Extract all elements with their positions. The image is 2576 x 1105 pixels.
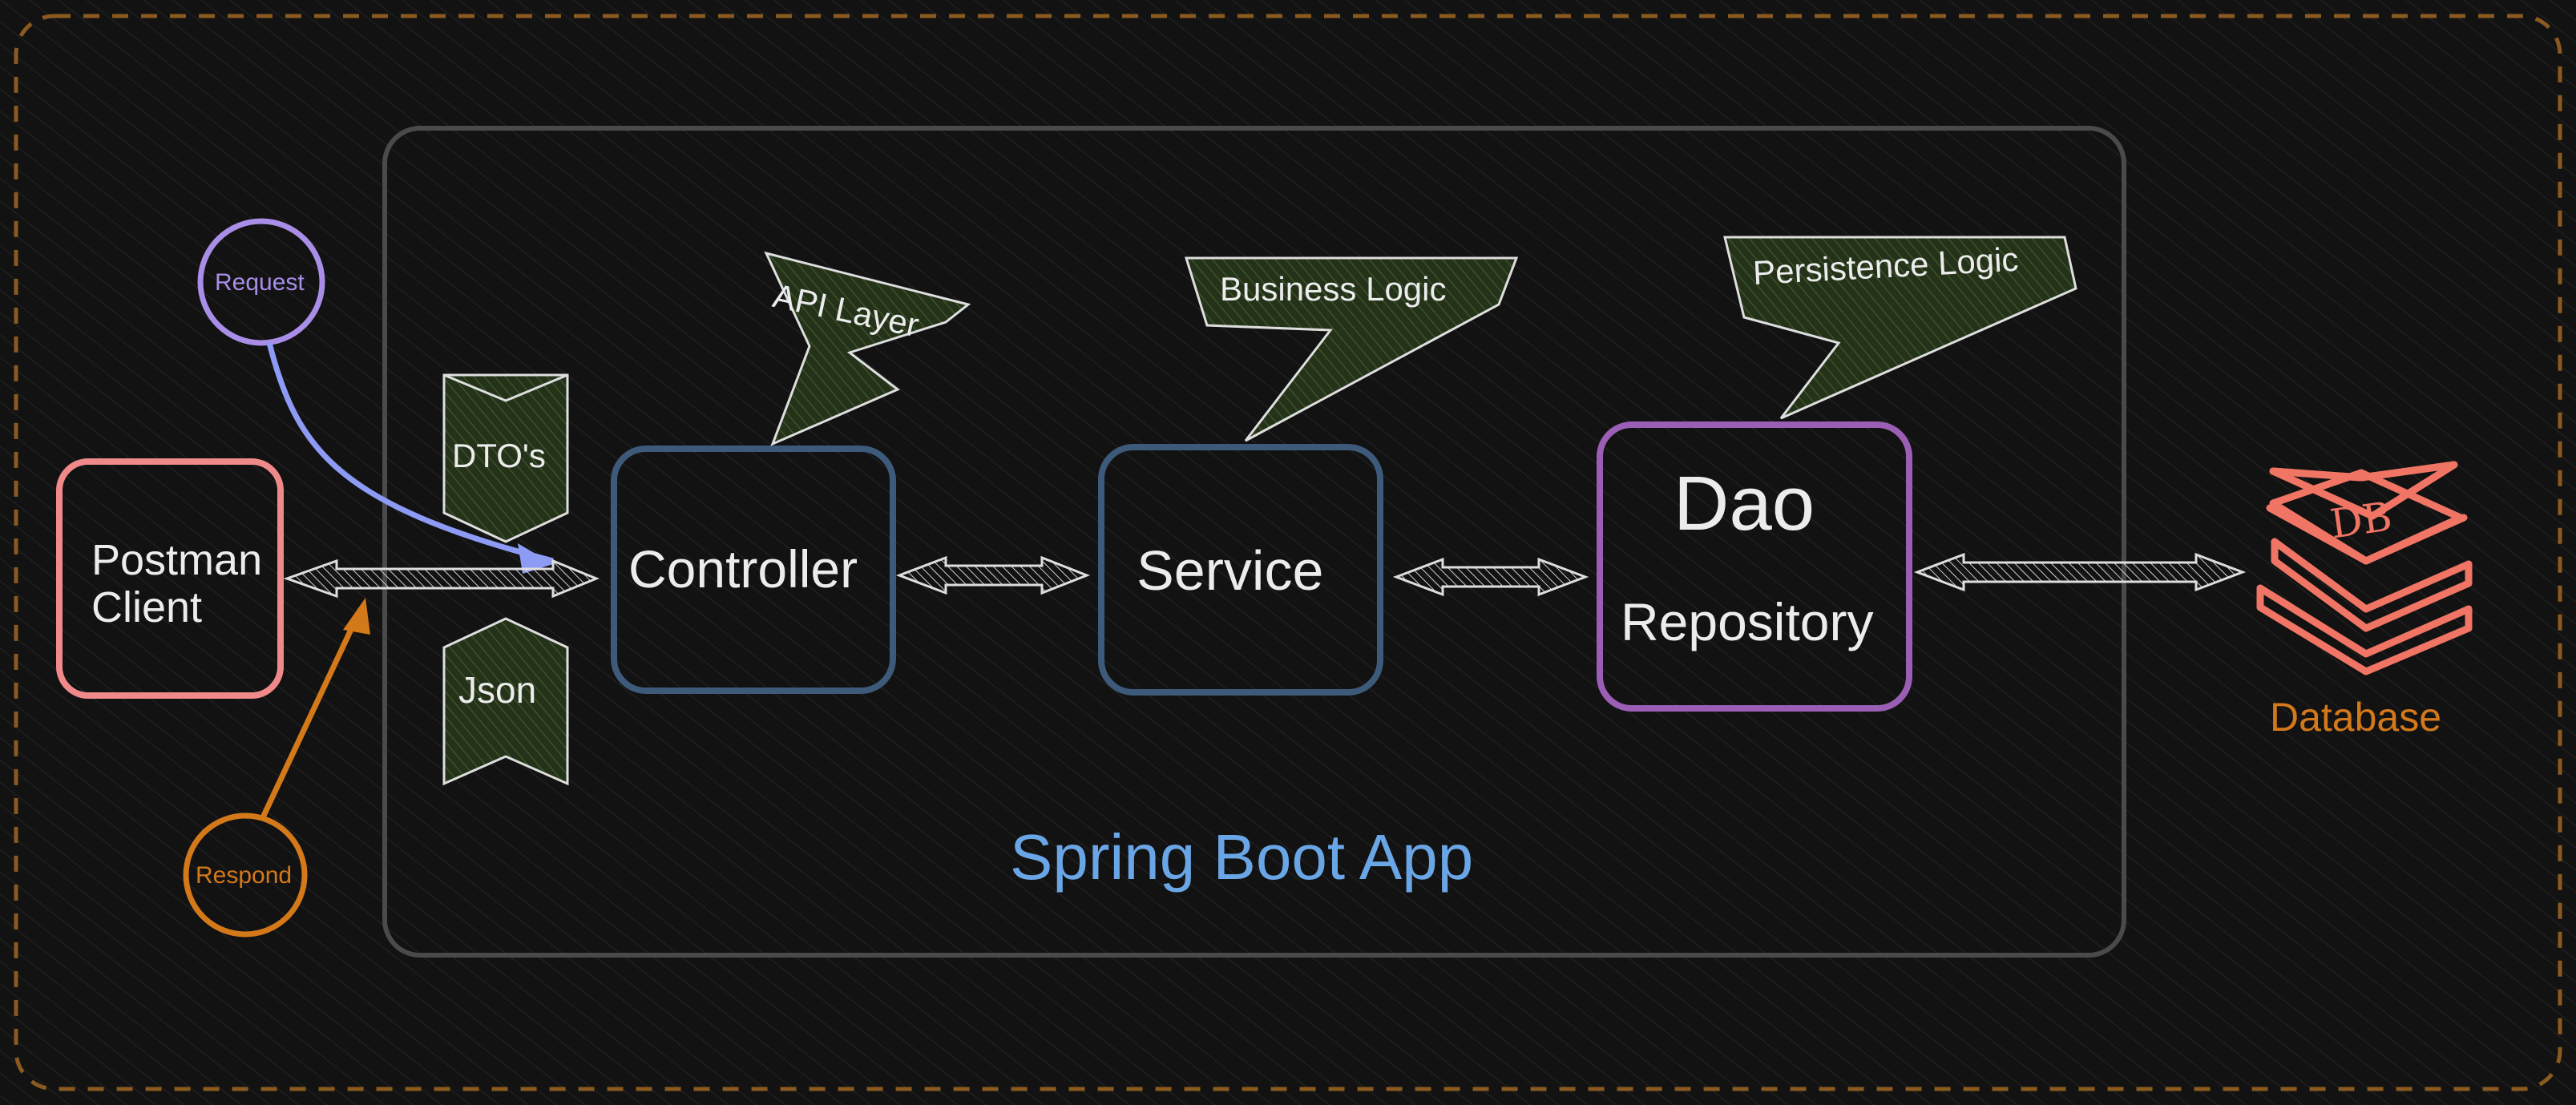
- outer-frame: [14, 14, 2562, 1091]
- postman-label: Postman: [91, 536, 263, 584]
- database-label: Database: [2270, 695, 2442, 740]
- db-icon-text: DB: [2327, 493, 2395, 548]
- business-logic-callout: [1184, 256, 1519, 442]
- service-dao-arrow: [1392, 557, 1589, 597]
- dao-repository-box: [1597, 421, 1912, 712]
- request-arrow: [266, 342, 554, 564]
- request-circle: [197, 218, 325, 346]
- controller-label: Controller: [628, 539, 858, 599]
- business-logic-label: Business Logic: [1220, 270, 1447, 308]
- spring-boot-app-label: Spring Boot App: [1010, 821, 1474, 893]
- controller-service-arrow: [895, 555, 1091, 595]
- json-banner: [442, 617, 569, 786]
- service-label: Service: [1137, 539, 1324, 602]
- persistence-logic-callout: [1723, 236, 2077, 420]
- postman-client-label: Postman Client: [91, 536, 263, 632]
- respond-arrowhead: [343, 598, 370, 635]
- request-arrowhead: [518, 543, 553, 574]
- respond-arrow: [260, 607, 364, 819]
- service-box: [1098, 444, 1383, 696]
- dao-label: Dao: [1674, 461, 1815, 546]
- client-controller-arrow: [283, 559, 600, 599]
- spring-boot-app-container: [382, 126, 2126, 958]
- repository-label: Repository: [1621, 592, 1874, 651]
- dao-database-arrow: [1913, 552, 2247, 592]
- respond-label: Respond: [196, 862, 293, 889]
- dto-banner-notch: [443, 373, 568, 402]
- request-label: Request: [215, 269, 305, 296]
- database-icon: [2256, 461, 2473, 676]
- client-label: Client: [91, 583, 203, 632]
- json-label: Json: [458, 669, 537, 711]
- controller-box: [611, 446, 896, 694]
- respond-circle: [183, 813, 308, 938]
- api-layer-callout: [764, 251, 971, 446]
- postman-client-box: [56, 458, 284, 699]
- dto-label: DTO's: [452, 437, 546, 474]
